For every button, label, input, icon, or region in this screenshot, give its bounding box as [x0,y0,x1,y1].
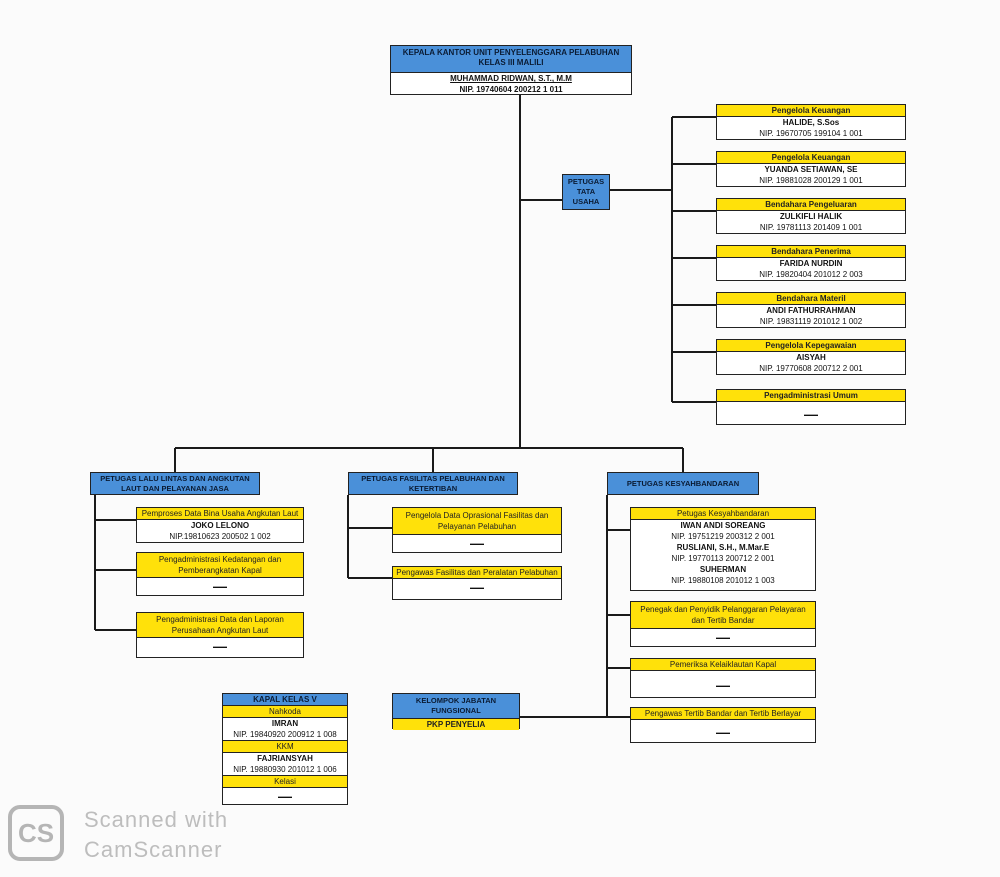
camscanner-logo-icon: CS [8,805,64,861]
tata-usaha-item: Pengelola Keuangan HALIDE, S.Sos NIP. 19… [716,104,906,140]
role-label: Pemproses Data Bina Usaha Angkutan Laut [137,508,303,519]
lalu-lintas-header: PETUGAS LALU LINTAS DAN ANGKUTAN LAUT DA… [90,472,260,495]
kkm-nip: NIP. 19880930 201012 1 006 [233,765,337,774]
head-nip: NIP. 19740604 200212 1 011 [459,85,563,94]
tata-usaha-item: Pengelola Keuangan YUANDA SETIAWAN, SE N… [716,151,906,187]
role-label: Pengadministrasi Umum [717,390,905,401]
role-label: Pemeriksa Kelaiklautan Kapal [631,659,815,670]
tata-usaha-item: Pengelola Kepegawaian AISYAH NIP. 197706… [716,339,906,375]
lalu-lintas-item: Pemproses Data Bina Usaha Angkutan Laut … [136,507,304,543]
fungsional-box: KELOMPOK JABATAN FUNGSIONAL PKP PENYELIA [392,693,520,730]
role-label: Pengelola Keuangan [717,152,905,163]
person-name: ZULKIFLI HALIK [717,210,905,222]
nahkoda-name: IMRAN [223,717,347,729]
person-nip: NIP. 19770608 200712 2 001 [759,364,863,373]
fasilitas-item: Pengelola Data Oprasional Fasilitas dan … [392,507,562,553]
person-name: JOKO LELONO [137,519,303,531]
tata-usaha-item: Bendahara Materil ANDI FATHURRAHMAN NIP.… [716,292,906,328]
person-nip: NIP. 19880108 201012 1 003 [671,576,775,585]
role-label: Bendahara Pengeluaran [717,199,905,210]
role-label: Pengelola Kepegawaian [717,340,905,351]
person-name: AISYAH [717,351,905,363]
vacant-dash: — [393,578,561,595]
kesyahbandaran-item: Petugas Kesyahbandaran IWAN ANDI SOREANG… [630,507,816,591]
person-name: YUANDA SETIAWAN, SE [717,163,905,175]
role-label: Petugas Kesyahbandaran [631,508,815,519]
kapal-title: KAPAL KELAS V [223,694,347,705]
fungsional-item: PKP PENYELIA [393,718,519,730]
head-name: MUHAMMAD RIDWAN, S.T., M.M [391,72,631,84]
kesyahbandaran-item: Penegak dan Penyidik Pelanggaran Pelayar… [630,601,816,647]
kesyahbandaran-item: Pengawas Tertib Bandar dan Tertib Berlay… [630,707,816,743]
person-nip: NIP. 19820404 201012 2 003 [759,270,863,279]
vacant-dash: — [137,637,303,654]
tata-usaha-header: PETUGAS TATA USAHA [562,174,610,210]
tata-usaha-item: Bendahara Penerima FARIDA NURDIN NIP. 19… [716,245,906,281]
kkm-label: KKM [223,740,347,752]
kesyahbandaran-item: Pemeriksa Kelaiklautan Kapal — [630,658,816,698]
role-label: Pengelola Data Oprasional Fasilitas dan … [393,508,561,534]
kkm-name: FAJRIANSYAH [223,752,347,764]
vacant-dash: — [631,719,815,740]
lalu-lintas-item: Pengadministrasi Kedatangan dan Pemberan… [136,552,304,596]
role-label: Bendahara Penerima [717,246,905,257]
person-name: HALIDE, S.Sos [717,116,905,128]
fasilitas-header: PETUGAS FASILITAS PELABUHAN DAN KETERTIB… [348,472,518,495]
camscanner-watermark: CS Scanned with CamScanner [8,805,268,867]
kelasi-label: Kelasi [223,775,347,787]
person-nip: NIP. 19831119 201012 1 002 [759,317,863,326]
kapal-kelas-box: KAPAL KELAS V Nahkoda IMRAN NIP. 1984092… [222,693,348,805]
role-label: Pengadministrasi Data dan Laporan Perusa… [137,613,303,637]
vacant-dash: — [393,534,561,551]
person-nip: NIP. 19770113 200712 2 001 [671,554,775,563]
watermark-line-1: Scanned with [84,807,229,832]
fungsional-title: KELOMPOK JABATAN FUNGSIONAL [393,694,519,718]
tata-usaha-item: Pengadministrasi Umum — [716,389,906,425]
person-nip: NIP. 19781113 201409 1 001 [759,223,863,232]
person-name: SUHERMAN [699,565,747,574]
nahkoda-label: Nahkoda [223,705,347,717]
person-nip: NIP. 19751219 200312 2 001 [671,532,775,541]
vacant-dash: — [223,787,347,804]
head-title: KEPALA KANTOR UNIT PENYELENGGARA PELABUH… [391,46,631,72]
vacant-dash: — [631,628,815,645]
fasilitas-item: Pengawas Fasilitas dan Peralatan Pelabuh… [392,566,562,600]
role-label: Pengelola Keuangan [717,105,905,116]
head-office-box: KEPALA KANTOR UNIT PENYELENGGARA PELABUH… [390,45,632,95]
person-name: RUSLIANI, S.H., M.Mar.E [676,543,770,552]
lalu-lintas-item: Pengadministrasi Data dan Laporan Perusa… [136,612,304,658]
role-label: Bendahara Materil [717,293,905,304]
role-label: Pengadministrasi Kedatangan dan Pemberan… [137,553,303,577]
person-name: IWAN ANDI SOREANG [631,519,815,531]
tata-usaha-item: Bendahara Pengeluaran ZULKIFLI HALIK NIP… [716,198,906,234]
nahkoda-nip: NIP. 19840920 200912 1 008 [233,730,337,739]
kesyahbandaran-header: PETUGAS KESYAHBANDARAN [607,472,759,495]
role-label: Pengawas Fasilitas dan Peralatan Pelabuh… [393,567,561,578]
role-label: Pengawas Tertib Bandar dan Tertib Berlay… [631,708,815,719]
person-nip: NIP. 19670705 199104 1 001 [759,129,863,138]
person-nip: NIP.19810623 200502 1 002 [169,532,271,541]
vacant-dash: — [717,401,905,422]
vacant-dash: — [137,577,303,594]
vacant-dash: — [631,670,815,693]
person-name: ANDI FATHURRAHMAN [717,304,905,316]
person-nip: NIP. 19881028 200129 1 001 [759,176,863,185]
watermark-line-2: CamScanner [84,837,223,862]
person-name: FARIDA NURDIN [717,257,905,269]
role-label: Penegak dan Penyidik Pelanggaran Pelayar… [631,602,815,628]
